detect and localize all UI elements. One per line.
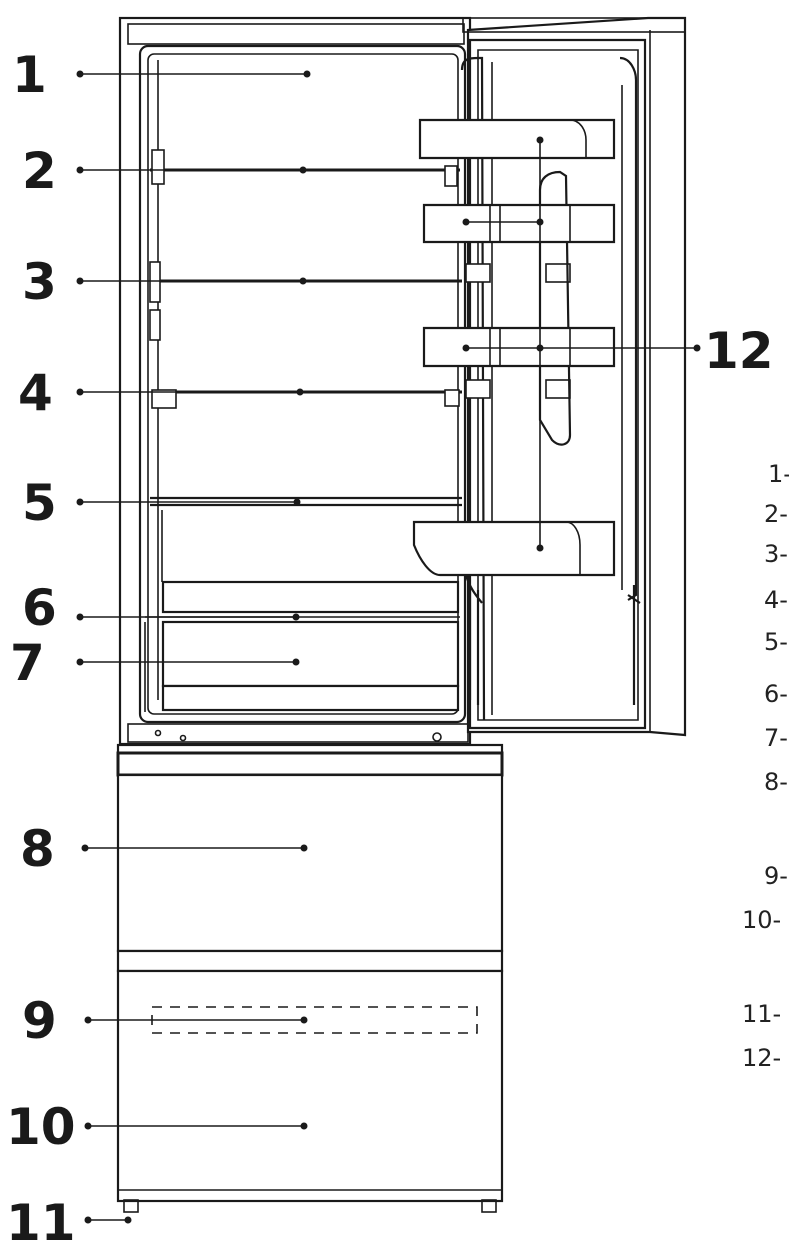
door-balcony-2 xyxy=(422,203,616,244)
legend-item-11: 11- xyxy=(742,1000,781,1028)
callout-10: 10 xyxy=(6,1098,76,1156)
callout-4: 4 xyxy=(18,364,53,422)
adjustable-feet xyxy=(123,1199,497,1213)
crisper-drawer-7 xyxy=(144,620,460,712)
legend-item-5: 5- xyxy=(764,628,788,656)
legend-item-9: 9- xyxy=(764,862,788,890)
door-balcony-3 xyxy=(422,326,616,368)
crisper-drawer-6 xyxy=(145,580,460,618)
shelf-5 xyxy=(150,496,462,582)
callout-7: 7 xyxy=(10,634,45,692)
freezer-section xyxy=(116,743,504,1203)
door-balcony-1 xyxy=(418,118,616,160)
legend-item-1: 1- xyxy=(768,460,789,488)
legend-item-4: 4- xyxy=(764,586,788,614)
legend-item-2: 2- xyxy=(764,500,788,528)
legend-item-10: 10- xyxy=(742,906,781,934)
callout-11: 11 xyxy=(6,1194,76,1249)
leader-lines xyxy=(76,70,701,1224)
callout-numbers: 1 2 3 4 5 6 7 8 9 10 11 12 xyxy=(6,46,774,1249)
door-balcony-4 xyxy=(412,520,616,577)
callout-8: 8 xyxy=(20,820,55,878)
legend-item-12: 12- xyxy=(742,1044,781,1072)
legend: 1- 2- 3- 4- 5- 6- 7- 8- 9- 10- 11- 12- xyxy=(742,460,789,1072)
callout-5: 5 xyxy=(22,474,57,532)
hinge-strip xyxy=(127,723,469,743)
legend-item-7: 7- xyxy=(764,724,788,752)
callout-12: 12 xyxy=(704,322,774,380)
legend-item-8: 8- xyxy=(764,768,788,796)
callout-9: 9 xyxy=(22,992,57,1050)
callout-6: 6 xyxy=(22,579,57,637)
legend-item-3: 3- xyxy=(764,540,788,568)
door-latches xyxy=(465,263,571,399)
callout-1: 1 xyxy=(12,46,47,104)
legend-item-6: 6- xyxy=(764,680,788,708)
callout-2: 2 xyxy=(22,142,57,200)
callout-3: 3 xyxy=(22,253,57,311)
